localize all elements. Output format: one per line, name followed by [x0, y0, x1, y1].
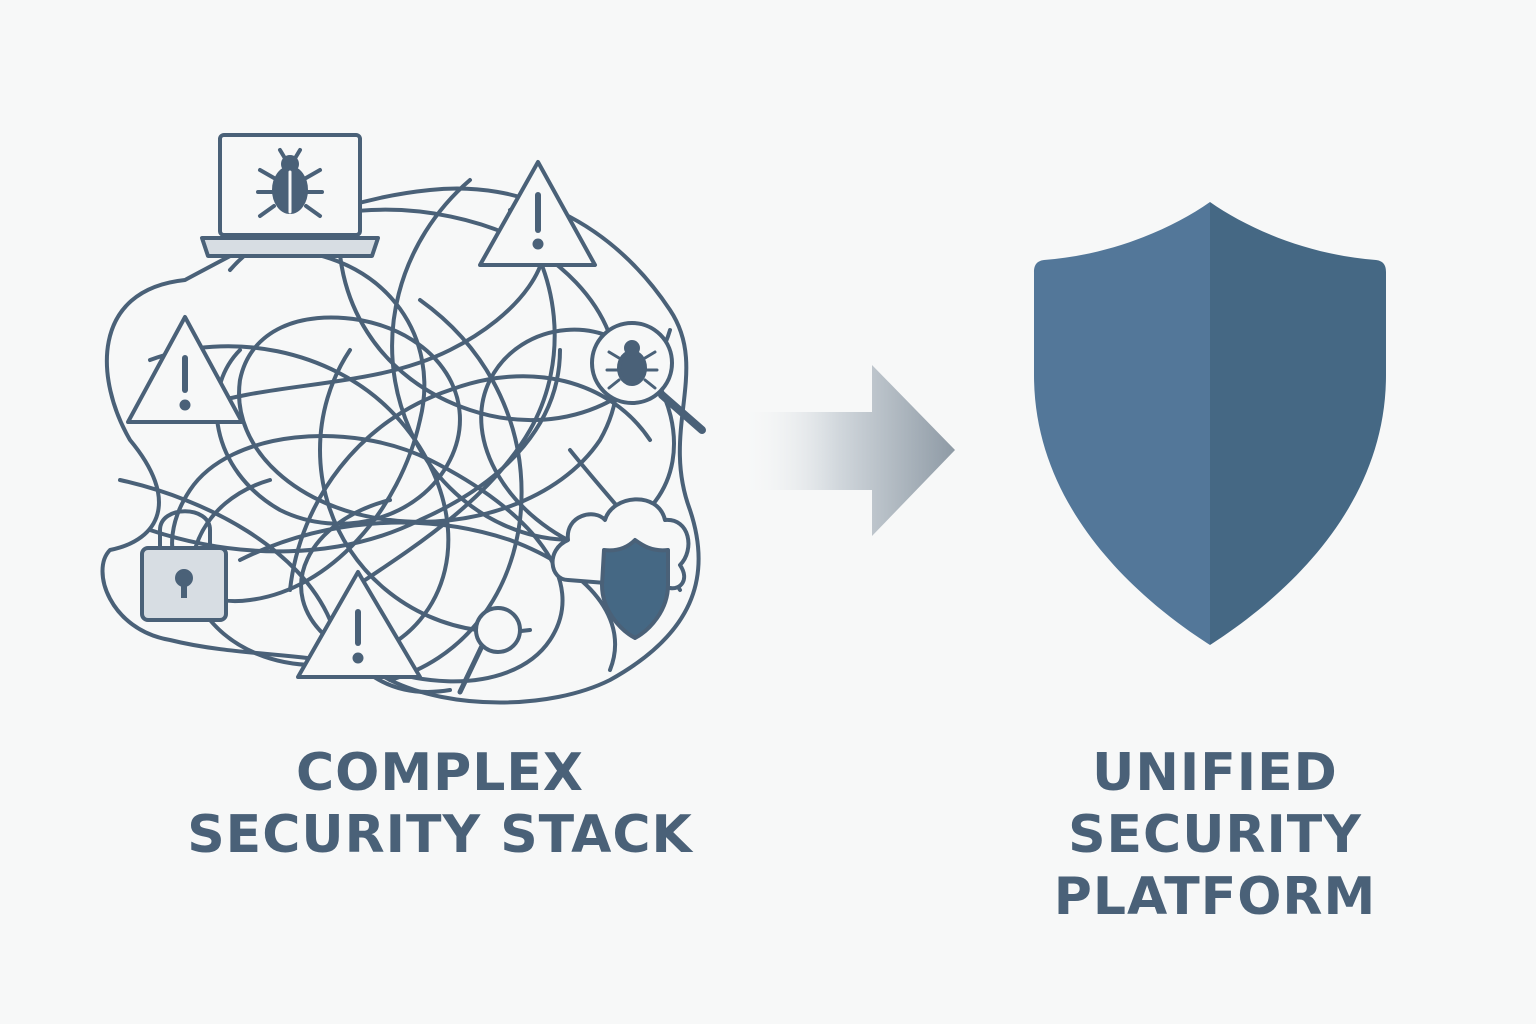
unified-security-platform-caption: UNIFIED SECURITY PLATFORM	[990, 742, 1440, 928]
padlock-icon	[140, 509, 228, 622]
right-caption-line3: PLATFORM	[1053, 867, 1377, 927]
complex-security-stack-illustration	[100, 133, 706, 705]
shield-icon	[1034, 202, 1386, 645]
left-caption-line1: COMPLEX	[296, 743, 584, 803]
cloud-shield-icon	[550, 497, 691, 640]
magnifier-bug-icon	[590, 321, 706, 434]
right-caption-line2: SECURITY	[1068, 805, 1362, 865]
right-caption-line1: UNIFIED	[1092, 743, 1338, 803]
magnifier-icon	[457, 606, 522, 695]
transition-arrow	[740, 365, 955, 536]
left-caption-line2: SECURITY STACK	[187, 805, 693, 865]
warning-triangle-icon	[296, 570, 422, 679]
laptop-bug-icon	[200, 133, 380, 258]
tangled-lines	[100, 178, 701, 705]
warning-triangle-icon	[126, 315, 244, 424]
complex-security-stack-caption: COMPLEX SECURITY STACK	[110, 742, 770, 866]
warning-triangle-icon	[478, 160, 597, 267]
